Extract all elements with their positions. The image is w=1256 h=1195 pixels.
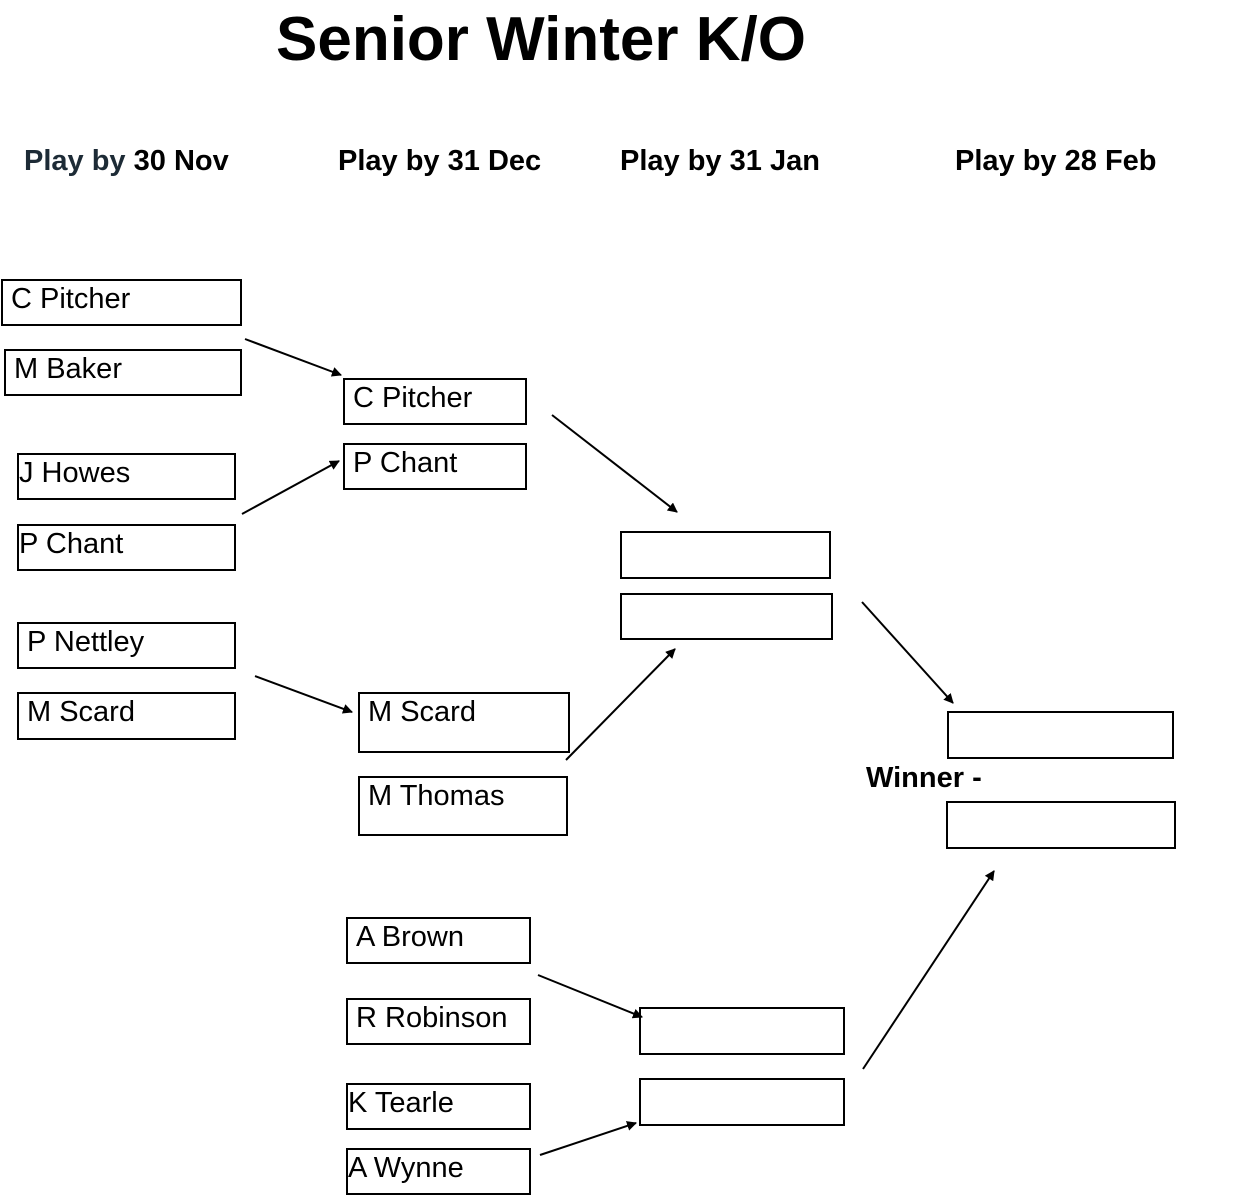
round-header-2: Play by 31 Dec [338, 145, 541, 178]
round1-player-box: M Baker [4, 349, 242, 396]
round1-player-box: M Scard [17, 692, 236, 740]
round2-player-box: A Brown [346, 917, 531, 964]
round-header-prefix: Play by [955, 145, 1065, 177]
round2-player-box: R Robinson [346, 998, 531, 1045]
advance-arrow [861, 601, 954, 704]
round-header-prefix: Play by [338, 145, 448, 177]
advance-arrow [565, 648, 676, 761]
advance-arrow [551, 414, 678, 513]
round-header-3: Play by 31 Jan [620, 145, 820, 178]
round-header-prefix: Play by [620, 145, 730, 177]
advance-arrow [241, 460, 340, 515]
winner-label: Winner - [866, 762, 982, 794]
round-header-4: Play by 28 Feb [955, 145, 1157, 178]
round1-player-box: P Nettley [17, 622, 236, 669]
round2-player-box: P Chant [343, 443, 527, 490]
round-header-date: 28 Feb [1064, 145, 1157, 177]
round1-player-box: J Howes [17, 453, 236, 500]
final-player-box [947, 711, 1174, 759]
advance-arrow [537, 974, 643, 1019]
round3-player-box [639, 1007, 845, 1055]
round2-player-box: C Pitcher [343, 378, 527, 425]
advance-arrow [244, 338, 342, 377]
round-header-1: Play by 30 Nov [24, 145, 229, 178]
round2-player-box: M Thomas [358, 776, 568, 836]
advance-arrow [539, 1121, 637, 1156]
round3-player-box [620, 593, 833, 640]
round1-player-box: C Pitcher [1, 279, 242, 326]
page-title: Senior Winter K/O [276, 5, 806, 74]
round2-player-box: K Tearle [346, 1083, 531, 1130]
round2-player-box: A Wynne [346, 1148, 531, 1195]
round3-player-box [639, 1078, 845, 1126]
round1-player-box: P Chant [17, 524, 236, 571]
round-header-date: 30 Nov [133, 145, 229, 177]
round3-player-box [620, 531, 831, 579]
round2-player-box: M Scard [358, 692, 570, 753]
final-player-box [946, 801, 1176, 849]
advance-arrow [862, 870, 995, 1070]
round-header-date: 31 Jan [729, 145, 820, 177]
round-header-date: 31 Dec [447, 145, 542, 177]
round-header-prefix: Play by [24, 145, 134, 177]
advance-arrow [254, 675, 353, 714]
